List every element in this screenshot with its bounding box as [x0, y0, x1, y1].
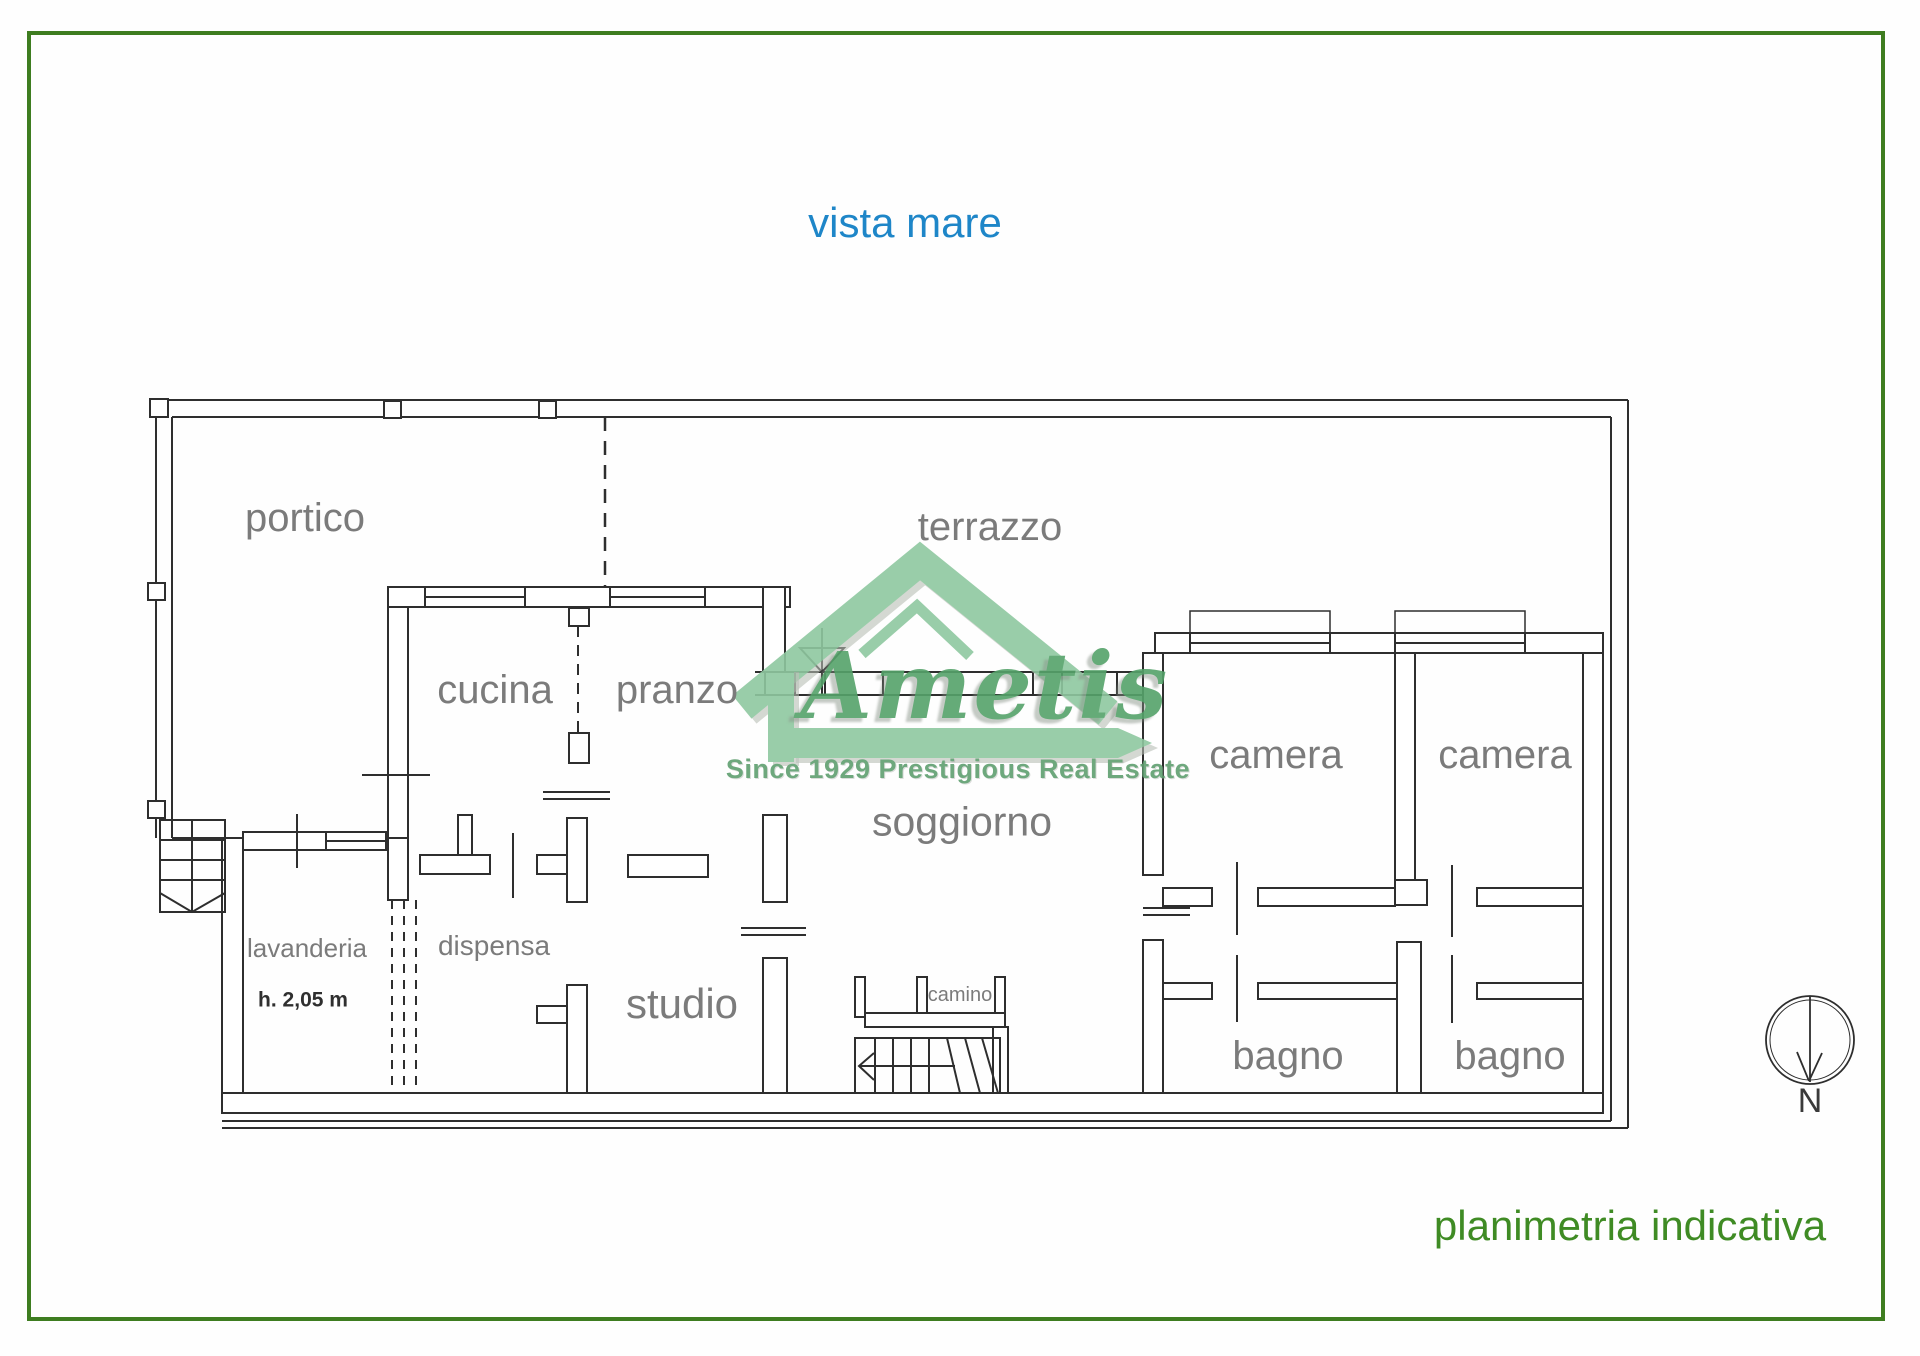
portico-posts [147, 398, 557, 819]
internal-stairs [854, 1037, 1001, 1094]
room-label-soggiorno: soggiorno [871, 798, 1053, 845]
planimetria-indicativa-annotation: planimetria indicativa [1433, 1202, 1827, 1249]
vista-mare-annotation: vista mare [808, 199, 1002, 246]
plan-outer-boundary [155, 399, 1629, 1129]
compass-north-label: N [1797, 1082, 1823, 1120]
walls [221, 586, 1604, 1114]
room-label-camera-1: camera [1209, 733, 1343, 777]
compass-north-icon [1765, 995, 1855, 1085]
room-label-cucina: cucina [437, 668, 553, 712]
terrace-window-band [755, 628, 1144, 696]
green-page-border [27, 31, 1885, 1321]
room-label-bagno-2: bagno [1454, 1034, 1566, 1078]
room-label-camera-2: camera [1438, 733, 1572, 777]
room-label-pranzo: pranzo [615, 668, 739, 712]
room-label-lavanderia: lavanderia [247, 933, 367, 963]
room-label-bagno-1: bagno [1232, 1034, 1344, 1078]
room-label-camino: camino [927, 984, 993, 1006]
room-label-dispensa: dispensa [437, 930, 551, 961]
door-marks [296, 774, 1453, 1023]
room-label-terrazzo: terrazzo [917, 505, 1063, 549]
room-label-portico: portico [244, 496, 366, 540]
ceiling-height-note: h. 2,05 m [258, 988, 348, 1012]
room-label-studio: studio [625, 980, 739, 1027]
external-stairs [159, 819, 226, 914]
flue-dashed-lines [391, 900, 417, 1085]
